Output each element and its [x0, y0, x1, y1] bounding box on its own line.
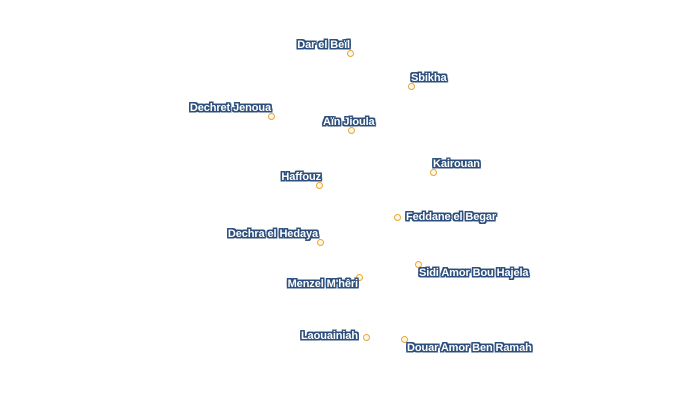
place-label: Haffouz [281, 171, 321, 183]
place-label: Dechret Jenoua [189, 102, 271, 114]
place-marker-icon[interactable] [362, 333, 370, 341]
place-marker-icon[interactable] [400, 335, 408, 343]
place-marker-icon[interactable] [267, 112, 275, 120]
place-marker-icon[interactable] [347, 126, 355, 134]
place-marker-icon[interactable] [355, 273, 363, 281]
place-label: Aïn Jioula [323, 116, 375, 128]
place-label: Menzel M'hêri [287, 278, 358, 290]
place-marker-icon[interactable] [346, 49, 354, 57]
place-label: Dechra el Hedaya [227, 228, 318, 240]
place-label: Sidi Amor Bou Hajela [419, 267, 529, 279]
place-label: Douar Amor Ben Ramah [407, 342, 532, 354]
place-marker-icon[interactable] [315, 181, 323, 189]
place-label: Dar el Beïl [297, 39, 350, 51]
place-label: Feddane el Begar [406, 211, 497, 223]
place-marker-icon[interactable] [393, 213, 401, 221]
place-marker-icon[interactable] [414, 260, 422, 268]
place-marker-icon[interactable] [407, 82, 415, 90]
place-marker-icon[interactable] [429, 168, 437, 176]
place-label: Laouainiah [300, 330, 358, 342]
place-marker-icon[interactable] [316, 238, 324, 246]
place-label: Sbikha [411, 72, 447, 84]
place-label: Kairouan [433, 158, 480, 170]
